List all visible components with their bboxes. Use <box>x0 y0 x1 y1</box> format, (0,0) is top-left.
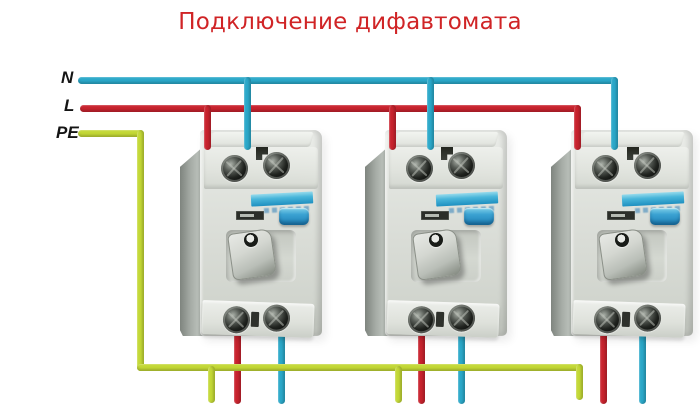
label-strip <box>236 211 264 220</box>
test-button <box>464 208 494 225</box>
status-indicator-icon <box>429 233 443 247</box>
label-strip <box>421 211 449 220</box>
status-indicator-icon <box>244 233 258 247</box>
bottom-terminal-block <box>572 300 686 338</box>
rcd-breaker-3 <box>551 130 693 340</box>
label-strip <box>607 211 635 220</box>
terminal-screw-icon <box>222 305 251 334</box>
bottom-terminal-block <box>201 300 315 338</box>
line-bus-label: L <box>64 96 75 115</box>
neutral-drop-breaker-2 <box>427 77 434 150</box>
line-bus-wire <box>80 105 581 112</box>
earth-bus-bottom-run <box>137 364 583 371</box>
breaker-top-face <box>578 132 686 147</box>
terminal-notch <box>435 311 445 328</box>
line-out-breaker-3 <box>600 332 607 404</box>
rcd-breaker-1 <box>180 130 322 340</box>
breaker-top-face <box>392 132 500 147</box>
line-drop-breaker-2 <box>389 105 396 150</box>
terminal-screw-icon <box>407 305 436 334</box>
neutral-bus-wire <box>78 77 618 84</box>
terminal-notch <box>621 311 631 328</box>
breaker-top-face <box>207 132 315 147</box>
terminal-screw-icon <box>634 152 661 179</box>
earth-branch-stub-2 <box>395 366 402 403</box>
page-title: Подключение дифавтомата <box>178 9 522 35</box>
bottom-terminal-block <box>386 300 500 338</box>
top-terminal-block <box>575 147 689 189</box>
neutral-bus-label: N <box>61 68 74 87</box>
top-terminal-block <box>204 147 318 189</box>
neutral-drop-breaker-3 <box>611 77 618 150</box>
test-button <box>279 208 309 225</box>
terminal-screw-icon <box>593 305 622 334</box>
earth-branch-stub-1 <box>208 366 215 403</box>
earth-bus-label: PE <box>56 123 79 142</box>
line-drop-breaker-1 <box>204 105 211 150</box>
terminal-screw-icon <box>592 155 619 182</box>
terminal-notch <box>250 311 260 328</box>
earth-wire-top-run <box>78 130 144 137</box>
terminal-screw-icon <box>221 155 248 182</box>
terminal-screw-icon <box>633 304 662 333</box>
terminal-screw-icon <box>262 304 291 333</box>
earth-wire-left-drop <box>137 130 144 371</box>
test-button <box>650 208 680 225</box>
top-terminal-block <box>389 147 503 189</box>
terminal-screw-icon <box>448 152 475 179</box>
rcd-breaker-2 <box>365 130 507 340</box>
neutral-out-breaker-3 <box>639 332 646 404</box>
terminal-screw-icon <box>447 304 476 333</box>
terminal-screw-icon <box>406 155 433 182</box>
line-drop-breaker-3 <box>574 105 581 150</box>
terminal-screw-icon <box>263 152 290 179</box>
earth-wire-end-drop <box>576 364 583 400</box>
status-indicator-icon <box>615 233 629 247</box>
neutral-drop-breaker-1 <box>244 77 251 150</box>
